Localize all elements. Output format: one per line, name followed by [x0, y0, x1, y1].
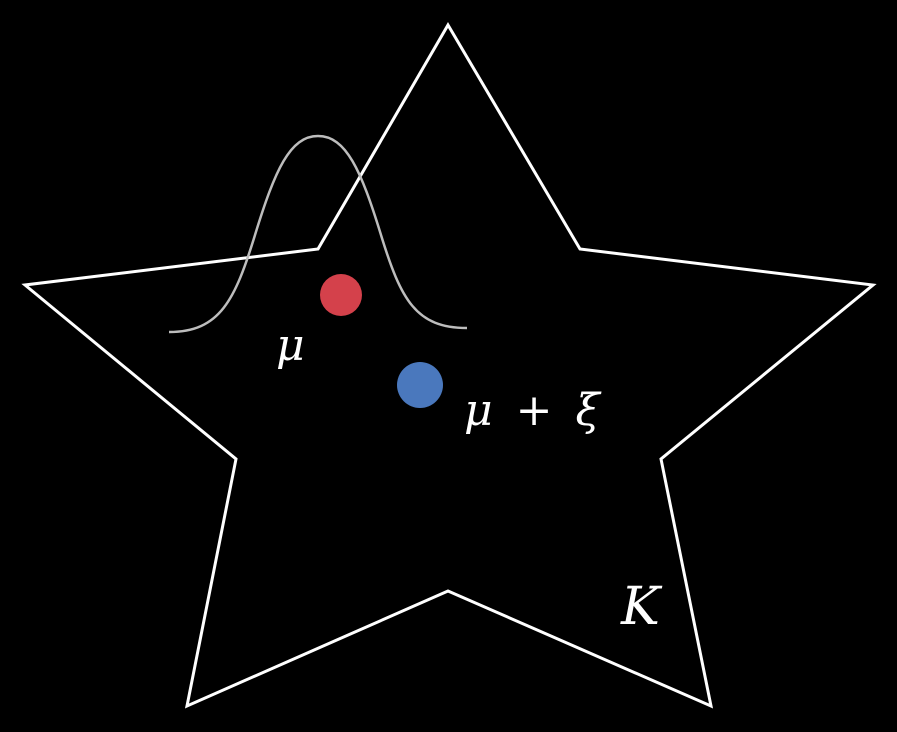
perturbed-label: μ + ξ — [464, 385, 602, 436]
perturbed-point — [397, 362, 443, 408]
perturbed-label-plus: + — [516, 385, 553, 436]
gaussian-curve — [168, 134, 468, 334]
mean-point — [320, 274, 362, 316]
mean-label: μ — [276, 320, 305, 371]
set-label: K — [620, 577, 663, 637]
perturbed-label-xi: ξ — [575, 385, 602, 436]
perturbed-label-mu: μ — [464, 385, 493, 436]
star-set-outline — [21, 22, 877, 709]
